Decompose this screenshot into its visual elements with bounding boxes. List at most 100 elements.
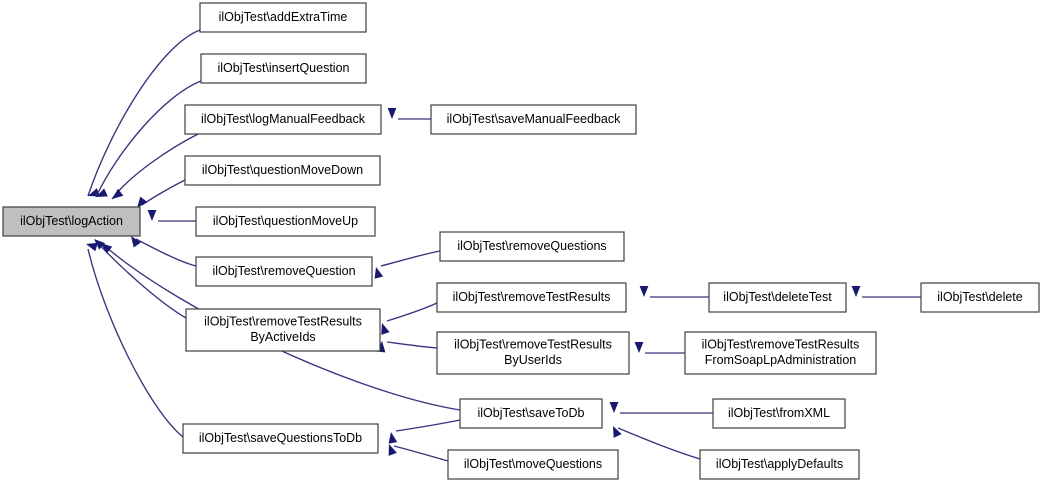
edge-line [380,250,441,267]
edge-questionMoveUp-to-logAction [147,210,196,222]
arrowhead-icon [131,236,141,248]
edge-logManualFeedback-to-logAction [111,132,201,200]
node-box[interactable] [430,104,637,135]
edge-removeTestResults-to-removeTestResultsByActiveIds [381,302,438,335]
node-label: ilObjTest\logAction [20,214,123,228]
edge-removeTestResultsByUserIds-to-removeTestResultsByActiveIds [376,341,438,353]
edge-line [135,238,197,267]
node-removeTestResults[interactable]: ilObjTest\removeTestResults [436,282,627,313]
node-label: ilObjTest\removeTestResults [454,338,612,352]
node-box-root[interactable] [2,206,141,237]
node-moveQuestions[interactable]: ilObjTest\moveQuestions [447,449,619,480]
edge-addExtraTime-to-logAction [87,29,201,197]
node-label: ilObjTest\fromXML [728,406,830,420]
node-fromXML[interactable]: ilObjTest\fromXML [712,398,846,429]
arrowhead-icon [381,323,390,335]
node-box[interactable] [182,423,379,454]
node-removeQuestion[interactable]: ilObjTest\removeQuestion [195,256,373,287]
node-box[interactable] [184,155,381,186]
edge-line [617,427,701,460]
node-label: ilObjTest\addExtraTime [219,10,348,24]
node-label: ilObjTest\logManualFeedback [201,112,366,126]
edge-line [87,248,184,438]
node-box[interactable] [195,256,373,287]
node-box[interactable] [459,398,603,429]
node-label: ilObjTest\removeQuestion [212,264,355,278]
node-box[interactable] [920,282,1040,313]
arrowhead-icon [86,242,98,252]
node-box[interactable] [439,231,625,262]
arrowhead-icon [96,188,108,197]
node-saveManualFeedback[interactable]: ilObjTest\saveManualFeedback [430,104,637,135]
node-label: ilObjTest\questionMoveUp [213,214,358,228]
node-logManualFeedback[interactable]: ilObjTest\logManualFeedback [184,104,382,135]
node-box[interactable] [195,206,376,237]
arrowhead-icon [851,286,861,297]
edge-saveQuestionsToDb-to-logAction [86,242,184,438]
node-label: ilObjTest\saveToDb [478,406,585,420]
edge-line [97,242,187,319]
arrowhead-icon [613,426,622,438]
node-label: ilObjTest\saveManualFeedback [447,112,621,126]
node-box[interactable] [712,398,846,429]
edge-line [141,179,186,206]
arrowhead-icon [112,188,124,199]
edge-removeQuestion-to-logAction [131,236,197,267]
node-box[interactable] [200,53,367,84]
edge-fromXML-to-saveToDb [609,402,713,414]
node-delete[interactable]: ilObjTest\delete [920,282,1040,313]
node-box[interactable] [184,104,382,135]
arrowhead-icon [137,196,148,208]
node-label: ilObjTest\removeTestResults [702,338,860,352]
node-logAction[interactable]: ilObjTest\logAction [2,206,141,237]
edge-removeQuestions-to-removeQuestion [374,250,441,279]
node-box[interactable] [699,449,860,480]
node-label: ilObjTest\delete [937,290,1023,304]
arrowhead-icon [374,267,384,279]
edge-delete-to-deleteTest [851,286,921,298]
node-label: ilObjTest\saveQuestionsToDb [199,431,362,445]
node-removeTestResultsFromSoapLpAdministration[interactable]: ilObjTest\removeTestResultsFromSoapLpAdm… [684,331,877,375]
arrowhead-icon [609,402,619,413]
arrowhead-icon [147,210,157,221]
edge-saveManualFeedback-to-logManualFeedback [387,108,431,120]
edge-line [386,302,438,322]
node-questionMoveDown[interactable]: ilObjTest\questionMoveDown [184,155,381,186]
node-addExtraTime[interactable]: ilObjTest\addExtraTime [199,2,367,33]
node-box[interactable] [436,282,627,313]
node-saveToDb[interactable]: ilObjTest\saveToDb [459,398,603,429]
node-questionMoveUp[interactable]: ilObjTest\questionMoveUp [195,206,376,237]
edge-questionMoveDown-to-logAction [137,179,186,208]
edge-line [95,80,202,198]
node-label: FromSoapLpAdministration [705,353,857,367]
node-label: ilObjTest\questionMoveDown [202,163,363,177]
arrowhead-icon [94,239,106,250]
arrowhead-icon [639,286,649,297]
node-deleteTest[interactable]: ilObjTest\deleteTest [708,282,847,313]
edge-line [393,445,449,462]
node-label: ilObjTest\insertQuestion [217,61,349,75]
node-box[interactable] [436,331,630,375]
edge-moveQuestions-to-saveQuestionsToDb [388,444,449,462]
node-box[interactable] [199,2,367,33]
edge-applyDefaults-to-saveToDb [613,426,701,460]
node-insertQuestion[interactable]: ilObjTest\insertQuestion [200,53,367,84]
node-removeQuestions[interactable]: ilObjTest\removeQuestions [439,231,625,262]
node-applyDefaults[interactable]: ilObjTest\applyDefaults [699,449,860,480]
node-saveQuestionsToDb[interactable]: ilObjTest\saveQuestionsToDb [182,423,379,454]
arrowhead-icon [388,444,397,456]
edge-saveToDb-to-saveQuestionsToDb [388,419,461,444]
node-box[interactable] [447,449,619,480]
node-box[interactable] [708,282,847,313]
edge-insertQuestion-to-logAction [95,80,202,198]
node-box[interactable] [185,308,381,352]
node-box[interactable] [684,331,877,375]
arrowhead-icon [101,243,113,254]
arrowhead-icon [634,342,644,353]
edge-line [87,29,201,197]
node-label: ilObjTest\removeTestResults [453,290,611,304]
